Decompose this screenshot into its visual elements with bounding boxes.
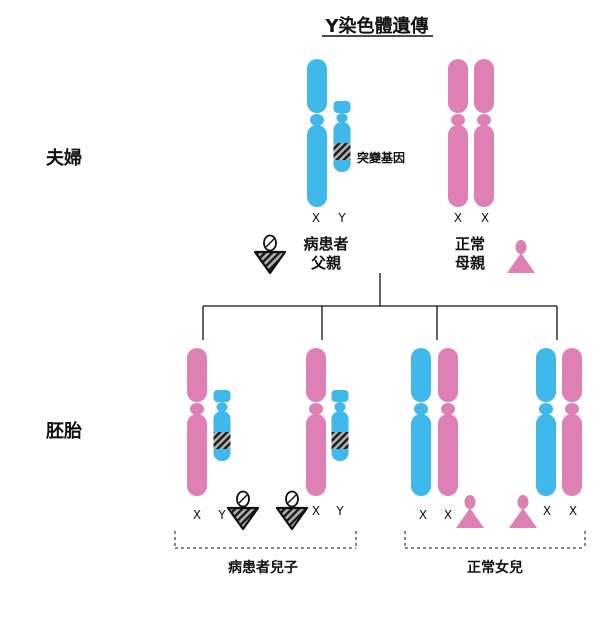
affected-sons-label: 病患者兒子 [228,559,298,576]
mother-x2-label: X [481,211,489,225]
mutation-gene-band [331,432,349,449]
pedigree-connector [202,273,558,340]
normal-mother-symbol [507,240,535,273]
affected-father-label-line2: 父親 [310,254,341,272]
daughter1-x-chromosome-paternal [411,348,431,496]
couple-label: 夫婦 [46,147,82,169]
son1-x-chromosome [187,348,207,496]
normal-mother-label-line1: 正常 [455,235,485,253]
mutation-gene-label: 突變基因 [357,150,405,165]
embryo-label: 胚胎 [45,420,82,442]
normal-mother-label-line2: 母親 [455,254,485,272]
father-y-chromosome [333,101,351,172]
son2-x-chromosome [306,348,326,496]
daughter2-x1-label: X [543,504,551,518]
daughter1-x1-label: X [419,508,427,522]
affected-father-label-line1: 病患者 [303,235,348,253]
son1-x-label: X [193,508,201,522]
son1-y-label: Y [217,508,226,522]
affected-father-symbol [253,234,287,275]
son2-y-chromosome [331,390,349,461]
father-x-chromosome [307,59,327,207]
daughter2-x-chromosome-paternal [536,348,556,496]
mother-x1-label: X [454,211,462,225]
son1-affected-symbol [226,490,260,531]
son2-affected-symbol [275,490,309,531]
daughter1-x-chromosome-maternal [438,348,458,496]
mother-x-chromosome-1 [448,59,468,207]
mother-x-chromosome-2 [474,59,494,207]
mutation-gene-band [333,143,351,160]
father-x-label: X [312,211,320,225]
daughter2-x-chromosome-maternal [562,348,582,496]
son1-y-chromosome [213,390,231,461]
father-y-label: Y [337,211,346,225]
mutation-gene-band [213,432,231,449]
daughter1-x2-label: X [444,508,452,522]
daughter2-normal-symbol [509,495,537,528]
daughter2-x2-label: X [569,504,577,518]
daughter1-normal-symbol [456,495,484,528]
daughters-bracket [404,531,586,549]
diagram-title: Y染色體遺傳 [324,15,428,37]
normal-daughters-label: 正常女兒 [467,559,523,576]
sons-bracket [174,531,357,549]
son2-x-label: X [312,504,320,518]
son2-y-label: Y [335,504,344,518]
